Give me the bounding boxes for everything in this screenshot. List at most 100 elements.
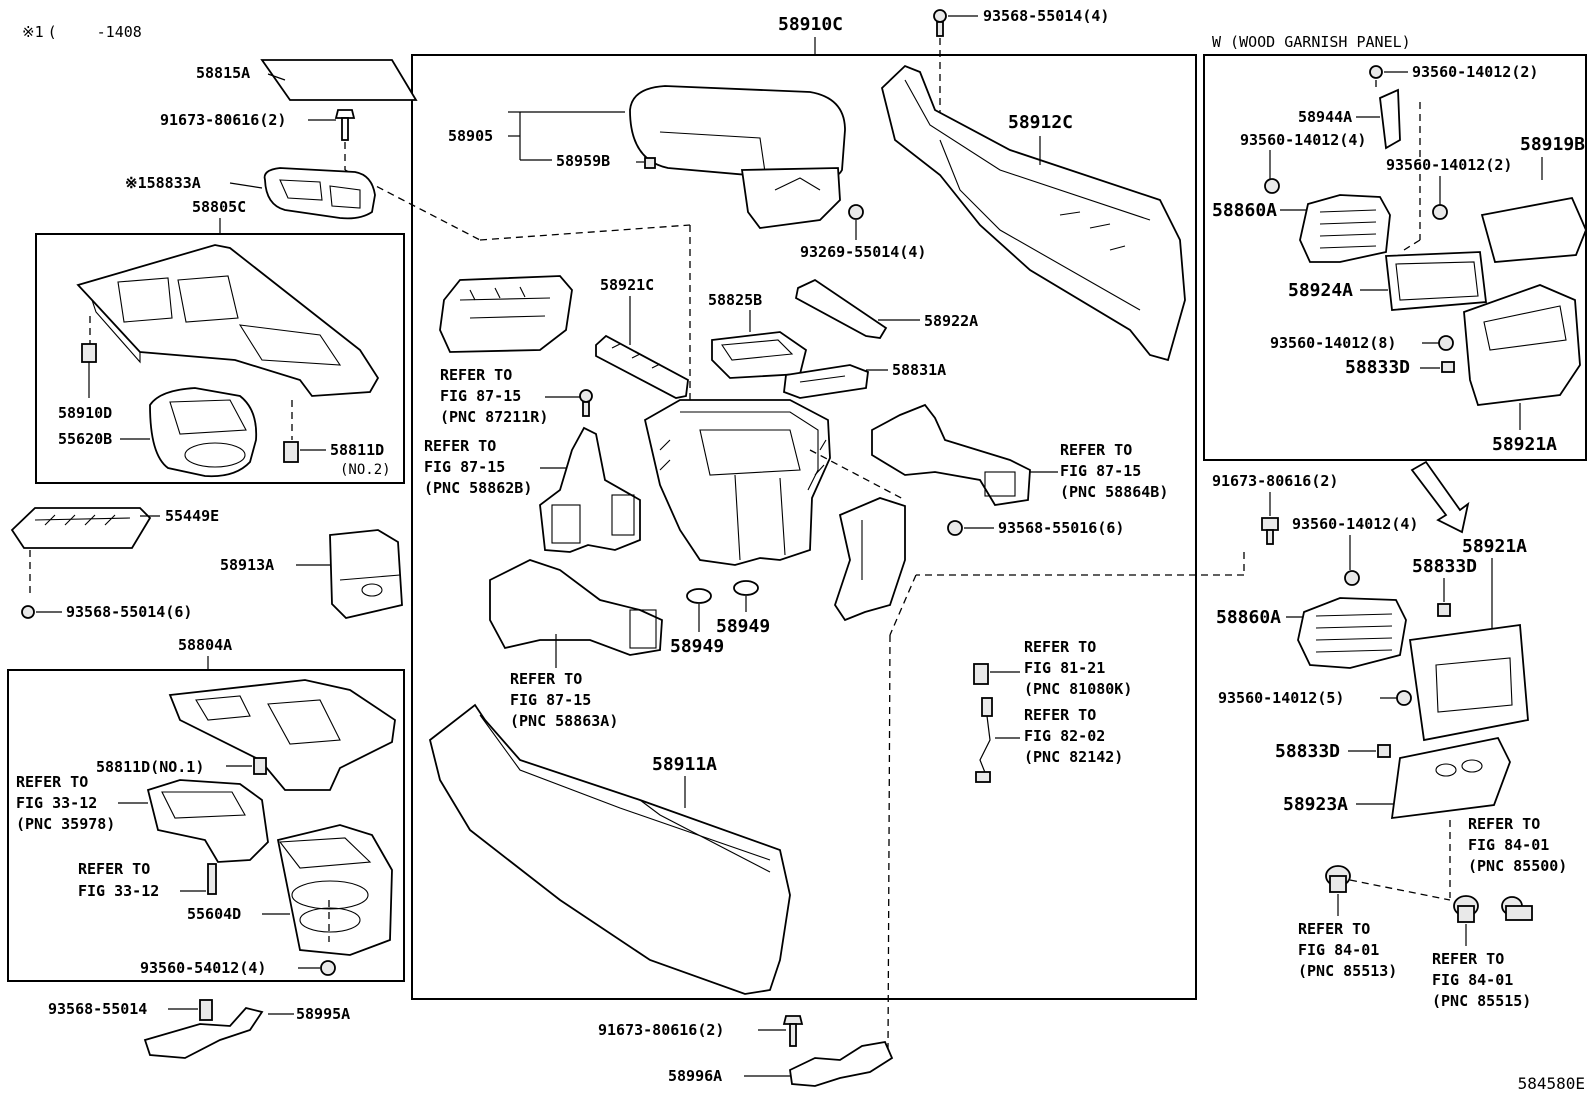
panel-58919B-shape: [1480, 196, 1587, 263]
ref-85515-l2: FIG 84-01: [1432, 971, 1513, 989]
bolt-93568-55014-icon: [199, 999, 213, 1021]
label-93560-14012-2a: 93560-14012(2): [1412, 63, 1538, 81]
label-58959B: 58959B: [556, 152, 610, 170]
label-58805C: 58805C: [192, 198, 246, 216]
bracket-right-shape: [834, 497, 906, 622]
wood-panel-title: W (WOOD GARNISH PANEL): [1212, 33, 1411, 51]
label-58912C: 58912C: [1008, 112, 1073, 133]
label-58833A-mark: ※1: [125, 174, 147, 192]
console-box-main-shape: [643, 399, 831, 566]
cup-holder-55604D-shape: [276, 824, 393, 956]
label-93560-14012-4a: 93560-14012(4): [1240, 131, 1366, 149]
clip-58833D-b-icon: [1437, 603, 1451, 617]
ref-33-12-l2: FIG 33-12: [78, 882, 159, 900]
wood-panel-frame: [1203, 54, 1587, 461]
lower-left-assembly-frame: [7, 669, 405, 982]
wire-82142-icon: [975, 697, 993, 783]
label-91673-80616-2a: 91673-80616(2): [160, 111, 286, 129]
label-58996A: 58996A: [668, 1067, 722, 1085]
armrest-58905-shape: [629, 85, 846, 229]
panel-58923A-shape: [1390, 736, 1511, 820]
screw-93560-14012-4b-icon: [1344, 570, 1360, 586]
screw-93560-14012-4a-icon: [1264, 178, 1280, 194]
label-93560-14012-8: 93560-14012(8): [1270, 334, 1396, 352]
label-58811D: 58811D: [330, 441, 384, 459]
label-58921A-b: 58921A: [1462, 536, 1527, 557]
lighter-85500-icon: [1501, 896, 1533, 921]
ref-85513-l2: FIG 84-01: [1298, 941, 1379, 959]
label-58924A: 58924A: [1288, 280, 1353, 301]
label-58811D-no1: 58811D(NO.1): [96, 758, 204, 776]
ref-58864-l1: REFER TO: [1060, 441, 1132, 459]
label-93568-55014: 93568-55014: [48, 1000, 147, 1018]
label-93269-55014-4: 93269-55014(4): [800, 243, 926, 261]
mat-58815A-shape: [260, 59, 418, 101]
label-58911A: 58911A: [652, 754, 717, 775]
label-58804A: 58804A: [178, 636, 232, 654]
side-panel-58912C-shape: [881, 64, 1186, 362]
screw-93560-14012-5-icon: [1396, 690, 1412, 706]
label-55620B: 55620B: [58, 430, 112, 448]
ref-85515-l3: (PNC 85515): [1432, 992, 1531, 1010]
ref-81080-l3: (PNC 81080K): [1024, 680, 1132, 698]
label-93560-14012-5: 93560-14012(5): [1218, 689, 1344, 707]
bolt-33-12-icon: [207, 863, 217, 895]
socket-85513-icon: [1325, 865, 1351, 893]
label-58949b: 58949: [716, 616, 770, 637]
ref-87211-l3: (PNC 87211R): [440, 408, 548, 426]
ref-85513-l3: (PNC 85513): [1298, 962, 1397, 980]
bolt-91673-80616-icon: [334, 109, 356, 141]
vent-58860A-b-shape: [1297, 597, 1407, 669]
connector-81080K-icon: [973, 663, 989, 685]
ref-58864-l2: FIG 87-15: [1060, 462, 1141, 480]
label-93568-55014-6: 93568-55014(6): [66, 603, 192, 621]
panel-58924A-shape: [1384, 251, 1488, 311]
label-93560-14012-4b: 93560-14012(4): [1292, 515, 1418, 533]
ref-58862-l3: (PNC 58862B): [424, 479, 532, 497]
screw-93269-55014-icon: [848, 204, 864, 220]
note-range: -1408: [97, 23, 142, 41]
bracket-58921C-shape: [595, 334, 689, 399]
ref-58862-l1: REFER TO: [424, 437, 496, 455]
clip-58910D-icon: [81, 343, 97, 363]
screw-93560-14012-2a-icon: [1369, 65, 1383, 79]
screw-93568-55014-6-icon: [21, 605, 35, 619]
note-mark: ※1: [22, 23, 44, 41]
label-55604D: 55604D: [187, 905, 241, 923]
ref-81080-l1: REFER TO: [1024, 638, 1096, 656]
label-58815A: 58815A: [196, 64, 250, 82]
label-58944A: 58944A: [1298, 108, 1352, 126]
socket-85515-icon: [1453, 895, 1479, 923]
ref-82142-l2: FIG 82-02: [1024, 727, 1105, 745]
main-assembly-frame: [411, 54, 1197, 1000]
label-93568-55016-6: 93568-55016(6): [998, 519, 1124, 537]
screw-93568-55016-icon: [947, 520, 963, 536]
ref-85500-l3: (PNC 85500): [1468, 857, 1567, 875]
ref-82142-l1: REFER TO: [1024, 706, 1096, 724]
duct-58864B-shape: [871, 403, 1031, 506]
clip-58811D-no2-icon: [283, 441, 299, 463]
label-93560-54012-4: 93560-54012(4): [140, 959, 266, 977]
ref-85515-l1: REFER TO: [1432, 950, 1504, 968]
ref-87211-l2: FIG 87-15: [440, 387, 521, 405]
ref-58862-l2: FIG 87-15: [424, 458, 505, 476]
label-58921A-a: 58921A: [1492, 434, 1557, 455]
ref-85500-l2: FIG 84-01: [1468, 836, 1549, 854]
label-58913A: 58913A: [220, 556, 274, 574]
label-55449E: 55449E: [165, 507, 219, 525]
label-58833D-a: 58833D: [1345, 357, 1410, 378]
label-58811D-no2: (NO.2): [340, 462, 391, 478]
label-58923A: 58923A: [1283, 794, 1348, 815]
duct-58863A-shape: [489, 559, 663, 656]
label-58833A: 58833A: [147, 174, 201, 192]
label-91673-80616-2b: 91673-80616(2): [598, 1021, 724, 1039]
clip-58959B-icon: [644, 157, 656, 169]
bracket-58995A-shape: [143, 1006, 264, 1059]
console-box-58804A-shape: [168, 679, 396, 791]
bracket-58944A-shape: [1379, 88, 1401, 150]
ref-87211-l1: REFER TO: [440, 366, 512, 384]
label-58910D: 58910D: [58, 404, 112, 422]
tray-58825B-shape: [711, 331, 808, 379]
label-58921C: 58921C: [600, 276, 654, 294]
bolt-91673-80616c-icon: [1261, 517, 1279, 545]
